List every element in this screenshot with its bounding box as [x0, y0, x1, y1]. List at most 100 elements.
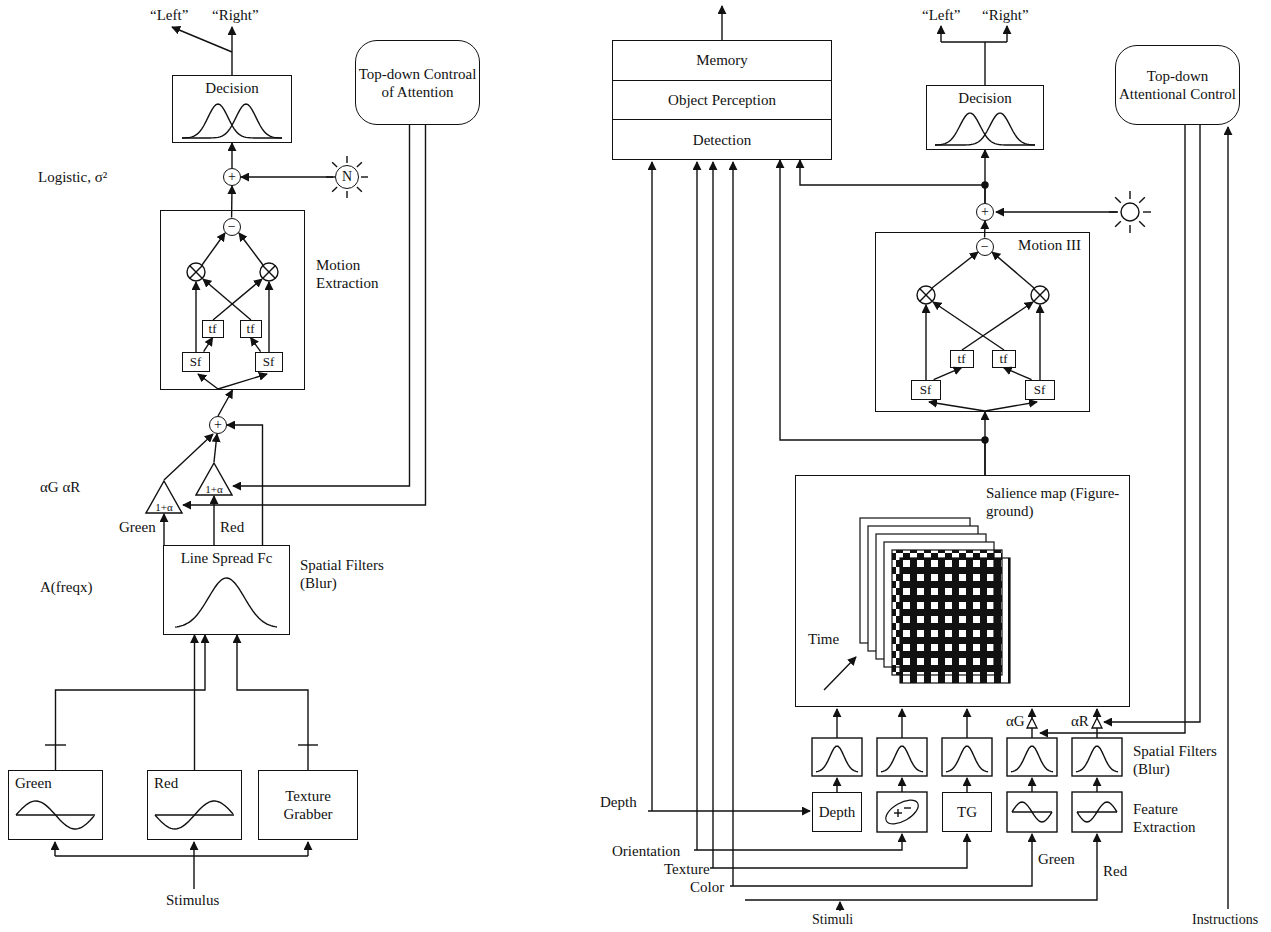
connector-arrow [163, 514, 164, 545]
response-arrow [1006, 26, 1007, 42]
connector-arrow [56, 635, 206, 770]
connector-arrow [231, 186, 233, 218]
diagram-label: αG αR [40, 478, 80, 496]
label-holder: Green [1038, 850, 1075, 868]
edge-label-holder: Red [219, 518, 245, 536]
diagram-label: αR [1071, 712, 1089, 730]
label-holder: Spatial Filters (Blur) [1133, 742, 1221, 778]
response-arrow [940, 26, 941, 42]
feature-line [651, 162, 652, 811]
wire [203, 279, 251, 320]
node-text: Red [154, 774, 235, 792]
connector-arrow [251, 338, 261, 352]
operator-circle: − [976, 238, 994, 256]
feature-line [730, 834, 1032, 886]
noise-ray [346, 191, 347, 198]
filter-box [877, 738, 927, 776]
process-box: Texture Grabber [258, 770, 358, 840]
feature-line [732, 162, 733, 886]
operator-circle: + [223, 168, 241, 186]
multiplier-symbol [1034, 289, 1047, 302]
node-text: Sf [1034, 383, 1046, 396]
connector-arrow [800, 160, 985, 203]
diagram-label: αG [1006, 712, 1025, 730]
response-arrow [941, 41, 1007, 42]
gain-triangle: 1+α [145, 480, 183, 514]
noise-ray [332, 187, 337, 192]
node-text: − [228, 220, 236, 234]
label-holder: Red [1103, 862, 1127, 880]
diagram-label: Green [1038, 850, 1075, 868]
label-holder: Instructions [1192, 912, 1258, 928]
gain-triangle [196, 463, 232, 495]
process-box: Sf [1025, 380, 1055, 400]
process-box: Motion Extraction−tftfSfSf [160, 210, 305, 390]
multiplier-symbol [920, 289, 933, 302]
node-text: Top-down Controal of Attention [356, 65, 479, 101]
color-box [1072, 792, 1122, 832]
feature-arrow [1031, 778, 1032, 792]
sine-wave [1012, 802, 1052, 822]
node-text: tf [958, 352, 966, 365]
wire [992, 252, 1034, 288]
output-arrow [721, 6, 722, 40]
gain-triangle [146, 481, 182, 513]
operator-circle: + [976, 203, 994, 221]
axis-line [1077, 811, 1117, 812]
orientation-box [877, 792, 927, 832]
connector-arrow [237, 635, 308, 770]
wire [307, 842, 308, 856]
connector-arrow [214, 434, 217, 462]
gaussian-curve [816, 746, 858, 771]
connector-arrow [241, 176, 335, 177]
axis-line [16, 814, 95, 815]
multiplier-symbol [187, 263, 205, 281]
orientation-filter [882, 795, 922, 829]
node-text: Sf [920, 383, 932, 396]
connector-arrow [164, 434, 213, 480]
label-holder: αG αR [40, 478, 80, 496]
label-holder: A(freqx) [40, 578, 92, 596]
feature-line [710, 834, 967, 868]
noise-ray [1129, 225, 1130, 233]
process-box: Line Spread Fc [163, 545, 290, 635]
process-box: TG [942, 792, 992, 832]
diagram-label: Logistic, σ² [38, 168, 107, 186]
wire [195, 282, 196, 352]
diagram-label: Red [1103, 862, 1127, 880]
noise-ray [332, 162, 337, 167]
wire [54, 842, 55, 856]
feature-line [712, 162, 713, 868]
node-text: − [981, 240, 989, 254]
node-text: Detection [613, 120, 831, 159]
gaussian-curve [1011, 746, 1053, 771]
connector-arrow [231, 143, 232, 168]
feature-arrow [836, 778, 837, 792]
wire [218, 374, 267, 389]
feature-line [696, 162, 697, 850]
connector-arrow [984, 221, 986, 238]
color-box [1007, 792, 1057, 832]
diagram-label: Stimuli [812, 912, 853, 928]
label-holder: “Left” [150, 6, 188, 24]
sine-wave [155, 801, 233, 829]
edge-label: Red [219, 518, 245, 536]
noise-ray [1139, 221, 1145, 227]
node-text: 1+α [205, 483, 222, 495]
diagram-label: “Left” [150, 6, 188, 24]
axis-line [155, 814, 234, 815]
wire [962, 302, 1033, 350]
stimulus-line [55, 855, 308, 856]
process-box: Red [147, 770, 242, 840]
diagram-label: “Left” [922, 6, 960, 24]
process-box: Sf [255, 352, 283, 372]
wire [929, 402, 985, 411]
connector-arrow [1004, 368, 1032, 380]
label-holder: Depth [600, 793, 637, 811]
response-arrow [231, 27, 232, 75]
feature-arrow [966, 778, 967, 792]
diagram-label: Stimulus [166, 891, 219, 909]
feature-arrow [901, 778, 902, 792]
